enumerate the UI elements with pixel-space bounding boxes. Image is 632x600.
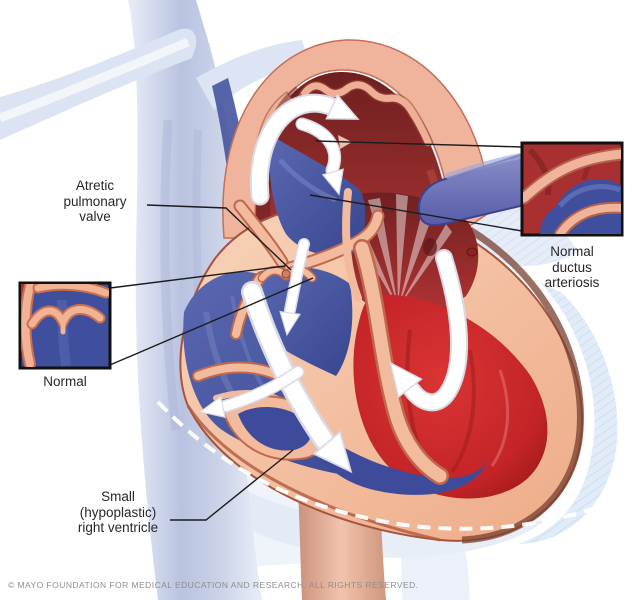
blood-flow-arrow-through-ductus bbox=[295, 117, 344, 196]
blood-flow-arrow-blocked-valve bbox=[279, 238, 310, 337]
leader-lines bbox=[109, 140, 523, 521]
blood-flow-arrow-aorta-loop bbox=[249, 93, 360, 206]
inset-box-normal-ductus bbox=[520, 141, 624, 237]
label-small-right-ventricle: Small (hypoplastic) right ventricle bbox=[77, 489, 159, 535]
normal-heart-size-dashed-outline bbox=[156, 400, 615, 531]
innominate-vein bbox=[0, 28, 197, 140]
label-normal-ductus: Normal ductus arteriosis bbox=[544, 244, 600, 290]
label-atretic-pulmonary-valve: Atretic pulmonary valve bbox=[63, 178, 127, 224]
leader-line-small-ventricle bbox=[170, 449, 294, 521]
ligamentum-knob bbox=[466, 247, 478, 257]
blood-flow-arrow-to-small-ventricle bbox=[198, 365, 305, 419]
interventricular-septum bbox=[342, 188, 449, 485]
leader-line-inset-ductus-top bbox=[315, 140, 523, 148]
blood-flow-arrow-right-atrium bbox=[241, 281, 353, 474]
leader-line-inset-normal-bottom bbox=[109, 277, 314, 366]
leader-line-inset-normal-top bbox=[109, 265, 286, 289]
leader-line-inset-ductus-bottom bbox=[309, 194, 523, 232]
label-normal-valve: Normal bbox=[43, 374, 87, 389]
inset-box-normal-valve bbox=[18, 281, 112, 370]
leader-line-atretic-valve bbox=[146, 204, 292, 271]
blood-flow-arrow-left-ventricle bbox=[389, 249, 469, 412]
copyright-notice: © MAYO FOUNDATION FOR MEDICAL EDUCATION … bbox=[8, 580, 419, 590]
